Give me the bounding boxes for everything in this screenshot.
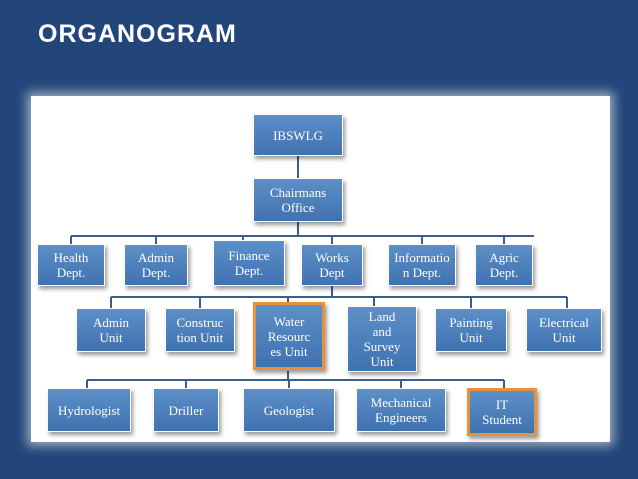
node-label: Electrical Unit	[539, 315, 589, 345]
node-works-dept: Works Dept	[301, 244, 363, 286]
node-it-student: IT Student	[467, 388, 537, 436]
node-label: Informatio n Dept.	[394, 250, 450, 280]
node-label: Admin Dept.	[137, 250, 175, 280]
node-label: Construc tion Unit	[176, 315, 224, 345]
node-label: Painting Unit	[449, 315, 493, 345]
node-admin-unit: Admin Unit	[76, 308, 146, 352]
node-information-dept: Informatio n Dept.	[388, 244, 456, 286]
node-label: Geologist	[263, 402, 315, 418]
node-land-survey-unit: Land and Survey Unit	[347, 306, 417, 372]
node-finance-dept: Finance Dept.	[213, 240, 285, 286]
node-electrical-unit: Electrical Unit	[526, 308, 602, 352]
node-label: Agric Dept.	[489, 250, 519, 280]
node-hydrologist: Hydrologist	[47, 388, 131, 432]
node-label: IBSWLG	[273, 127, 323, 143]
node-label: Hydrologist	[57, 402, 121, 418]
node-label: IT Student	[482, 397, 522, 427]
node-agric-dept: Agric Dept.	[475, 244, 533, 286]
node-label: Land and Survey Unit	[363, 309, 401, 369]
node-label: Finance Dept.	[228, 248, 270, 278]
node-label: Health Dept.	[53, 250, 89, 280]
node-geologist: Geologist	[243, 388, 335, 432]
node-label: Mechanical Engineers	[370, 395, 432, 425]
node-label: Water Resourc es Unit	[267, 313, 311, 359]
node-painting-unit: Painting Unit	[435, 308, 507, 352]
node-mechanical-engineers: Mechanical Engineers	[356, 388, 446, 432]
node-label: Chairmans Office	[269, 185, 327, 215]
node-ibswlg: IBSWLG	[253, 114, 343, 156]
slide-title: ORGANOGRAM	[38, 20, 237, 48]
node-admin-dept: Admin Dept.	[124, 244, 188, 286]
node-label: Works Dept	[315, 250, 349, 280]
node-water-resources-unit: Water Resourc es Unit	[253, 302, 325, 370]
node-label: Admin Unit	[92, 315, 130, 345]
node-health-dept: Health Dept.	[37, 244, 105, 286]
node-label: Driller	[168, 402, 204, 418]
node-driller: Driller	[153, 388, 219, 432]
node-chairmans-office: Chairmans Office	[253, 178, 343, 222]
node-construction-unit: Construc tion Unit	[165, 308, 235, 352]
connector-lines	[70, 156, 568, 388]
